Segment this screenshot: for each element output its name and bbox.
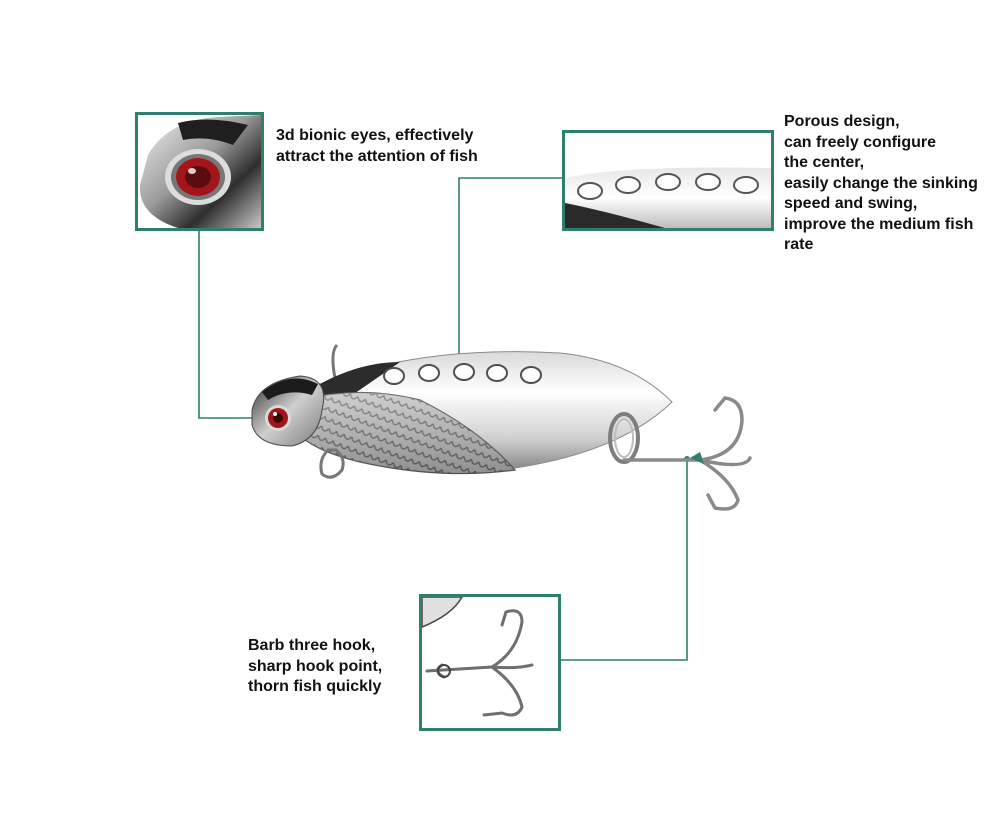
eye-leader-line	[198, 231, 272, 419]
bionic-eye-icon	[139, 115, 261, 228]
porous-blade-icon	[565, 167, 771, 228]
porous-callout-line: speed and swing,	[784, 195, 918, 212]
porous-callout-text: Porous design, can freely configure the …	[784, 112, 978, 256]
porous-callout-line: rate	[784, 236, 814, 253]
hook-callout-line: Barb three hook,	[248, 637, 376, 654]
eye-callout-line: 3d bionic eyes, effectively	[276, 127, 474, 144]
hook-closeup-frame	[419, 594, 561, 731]
porous-callout-line: improve the medium fish	[784, 215, 974, 233]
hook-callout-line: thorn fish quickly	[248, 678, 382, 695]
eye-callout-text: 3d bionic eyes, effectively attract the …	[276, 126, 478, 167]
eye-callout-line: attract the attention of fish	[276, 147, 478, 165]
porous-callout-line: can freely configure	[784, 133, 937, 151]
hook-leader-line	[560, 460, 688, 661]
porous-closeup-frame	[562, 130, 774, 231]
hook-callout-text: Barb three hook, sharp hook point, thorn…	[248, 636, 382, 698]
porous-callout-line: Porous design,	[784, 113, 900, 130]
porous-callout-line: the center,	[784, 154, 865, 171]
treble-hook-icon	[422, 597, 534, 717]
eye-closeup-frame	[135, 112, 264, 231]
porous-leader-line	[458, 177, 563, 372]
porous-callout-line: easily change the sinking	[784, 174, 978, 192]
hook-callout-line: sharp hook point,	[248, 657, 383, 675]
